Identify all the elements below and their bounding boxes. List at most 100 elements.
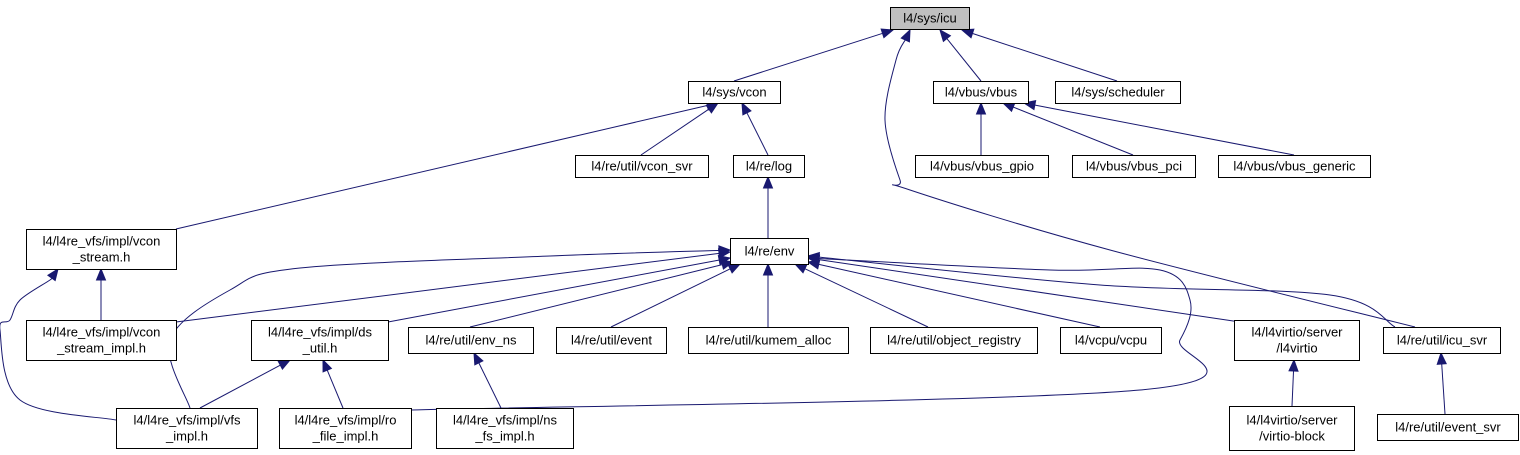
node-label-line: l4/l4virtio/server bbox=[1251, 325, 1343, 340]
node-vcon-stream-impl[interactable]: l4/l4re_vfs/impl/vcon_stream_impl.h bbox=[26, 320, 177, 361]
edges-layer bbox=[0, 28, 1447, 421]
arrowhead bbox=[793, 263, 808, 274]
node-box bbox=[1383, 327, 1501, 354]
edge-icu_svr-to-icu bbox=[884, 28, 1416, 328]
edge-line bbox=[733, 32, 884, 82]
node-vbus-pci[interactable]: l4/vbus/vbus_pci bbox=[1072, 155, 1196, 178]
nodes-layer: l4/sys/icu l4/sys/vcon l4/vbus/vbus l4/sys/… bbox=[26, 7, 1519, 451]
arrowhead bbox=[762, 175, 774, 189]
node-box bbox=[890, 7, 970, 30]
node-label-line: l4/l4re_vfs/impl/ns bbox=[453, 413, 558, 428]
arrowhead bbox=[1001, 102, 1016, 113]
node-label-line: l4/re/log bbox=[746, 159, 792, 174]
edge-line bbox=[971, 32, 1118, 82]
edge-line bbox=[387, 259, 721, 323]
node-label-line: l4/l4re_vfs/impl/ds bbox=[268, 325, 373, 340]
edge-env-to-log bbox=[762, 175, 774, 238]
edge-kumem_alloc-to-env bbox=[762, 262, 774, 327]
node-box bbox=[933, 81, 1029, 104]
node-box bbox=[116, 408, 258, 449]
edge-line bbox=[477, 361, 502, 409]
node-label-line: l4/l4re_vfs/impl/vcon bbox=[43, 234, 161, 249]
arrowhead bbox=[322, 358, 333, 373]
node-box bbox=[730, 238, 809, 265]
edge-vcon-to-icu bbox=[733, 28, 895, 82]
edge-vbus_pci-to-vbus bbox=[1001, 102, 1134, 156]
node-label-line: l4/re/util/event bbox=[571, 333, 652, 348]
arrowhead bbox=[880, 28, 895, 39]
node-ds-util[interactable]: l4/l4re_vfs/impl/ds_util.h bbox=[251, 320, 389, 361]
edge-virtio_block-to-l4virtio bbox=[1288, 358, 1299, 407]
node-box bbox=[1055, 81, 1181, 104]
edge-line bbox=[817, 263, 1101, 328]
node-event[interactable]: l4/re/util/event bbox=[556, 327, 667, 354]
node-label-line: l4/re/util/event_svr bbox=[1395, 420, 1501, 435]
node-vcon[interactable]: l4/sys/vcon bbox=[688, 81, 781, 104]
node-env-ns[interactable]: l4/re/util/env_ns bbox=[408, 327, 534, 354]
node-label-line: l4/l4re_vfs/impl/ro bbox=[295, 413, 397, 428]
node-box bbox=[1229, 406, 1355, 451]
node-object-registry[interactable]: l4/re/util/object_registry bbox=[870, 327, 1038, 354]
node-box bbox=[688, 327, 849, 354]
edge-line bbox=[640, 108, 710, 156]
arrowhead bbox=[277, 359, 292, 371]
node-l4virtio[interactable]: l4/l4virtio/server/l4virtio bbox=[1234, 320, 1360, 361]
arrowhead bbox=[806, 253, 820, 264]
node-event-svr[interactable]: l4/re/util/event_svr bbox=[1377, 414, 1519, 441]
node-vcon-stream[interactable]: l4/l4re_vfs/impl/vcon_stream.h bbox=[26, 229, 177, 270]
node-label-line: l4/re/util/env_ns bbox=[425, 333, 517, 348]
edge-line bbox=[803, 267, 929, 328]
node-icu-svr[interactable]: l4/re/util/icu_svr bbox=[1383, 327, 1501, 354]
node-virtio-block[interactable]: l4/l4virtio/server/virtio-block bbox=[1229, 406, 1355, 451]
edge-line bbox=[0, 276, 117, 421]
edge-event_svr-to-icu_svr bbox=[1436, 351, 1447, 415]
node-vbus-generic[interactable]: l4/vbus/vbus_generic bbox=[1218, 155, 1371, 178]
edge-line bbox=[175, 252, 721, 323]
edge-vcon_stream_impl-to-vcon_stream bbox=[95, 267, 107, 320]
node-box bbox=[688, 81, 781, 104]
node-scheduler[interactable]: l4/sys/scheduler bbox=[1055, 81, 1181, 104]
edge-vfs_impl-to-ds_util bbox=[199, 359, 292, 409]
node-label-line: _util.h bbox=[302, 341, 338, 356]
edge-line bbox=[1033, 104, 1295, 156]
edge-vbus-to-icu bbox=[939, 28, 982, 82]
node-vfs-impl[interactable]: l4/l4re_vfs/impl/vfs_impl.h bbox=[116, 408, 258, 449]
edge-vcon_svr-to-vcon bbox=[640, 102, 720, 156]
node-label-line: l4/vbus/vbus bbox=[945, 85, 1018, 100]
node-box bbox=[251, 320, 389, 361]
node-label-line: /virtio-block bbox=[1259, 429, 1325, 444]
edge-line bbox=[1441, 362, 1446, 415]
edge-vfs_impl-to-vcon_stream bbox=[0, 267, 117, 421]
node-label-line: _fs_impl.h bbox=[474, 429, 534, 444]
edge-line bbox=[199, 364, 282, 409]
arrowhead bbox=[939, 28, 952, 43]
node-box bbox=[279, 408, 412, 449]
node-label-line: l4/re/util/vcon_svr bbox=[591, 159, 693, 174]
node-label-line: l4/l4virtio/server bbox=[1246, 413, 1338, 428]
node-label-line: _file_impl.h bbox=[312, 429, 379, 444]
edge-line bbox=[1291, 369, 1295, 407]
node-label-line: _stream_impl.h bbox=[56, 341, 146, 356]
edge-icu_svr-to-env bbox=[806, 251, 1396, 328]
node-env[interactable]: l4/re/env bbox=[730, 238, 809, 265]
node-vcpu[interactable]: l4/vcpu/vcpu bbox=[1060, 327, 1162, 354]
node-label-line: l4/l4re_vfs/impl/vfs bbox=[134, 413, 241, 428]
edge-line bbox=[746, 111, 769, 156]
edge-line bbox=[884, 38, 1416, 328]
node-label-line: l4/vcpu/vcpu bbox=[1075, 333, 1147, 348]
node-ro-file-impl[interactable]: l4/l4re_vfs/impl/ro_file_impl.h bbox=[279, 408, 412, 449]
node-ns-fs-impl[interactable]: l4/l4re_vfs/impl/ns_fs_impl.h bbox=[436, 408, 574, 449]
node-vbus[interactable]: l4/vbus/vbus bbox=[933, 81, 1029, 104]
node-icu[interactable]: l4/sys/icu bbox=[890, 7, 970, 30]
node-vbus-gpio[interactable]: l4/vbus/vbus_gpio bbox=[915, 155, 1049, 178]
node-kumem-alloc[interactable]: l4/re/util/kumem_alloc bbox=[688, 327, 849, 354]
node-vcon-svr[interactable]: l4/re/util/vcon_svr bbox=[575, 155, 709, 178]
edge-line bbox=[817, 258, 1241, 323]
node-log[interactable]: l4/re/log bbox=[733, 155, 805, 178]
node-label-line: l4/sys/scheduler bbox=[1071, 85, 1165, 100]
edge-line bbox=[175, 104, 709, 230]
edge-env_ns-to-env bbox=[469, 259, 735, 328]
node-label-line: l4/l4re_vfs/impl/vcon bbox=[43, 325, 161, 340]
edge-line bbox=[326, 369, 344, 409]
